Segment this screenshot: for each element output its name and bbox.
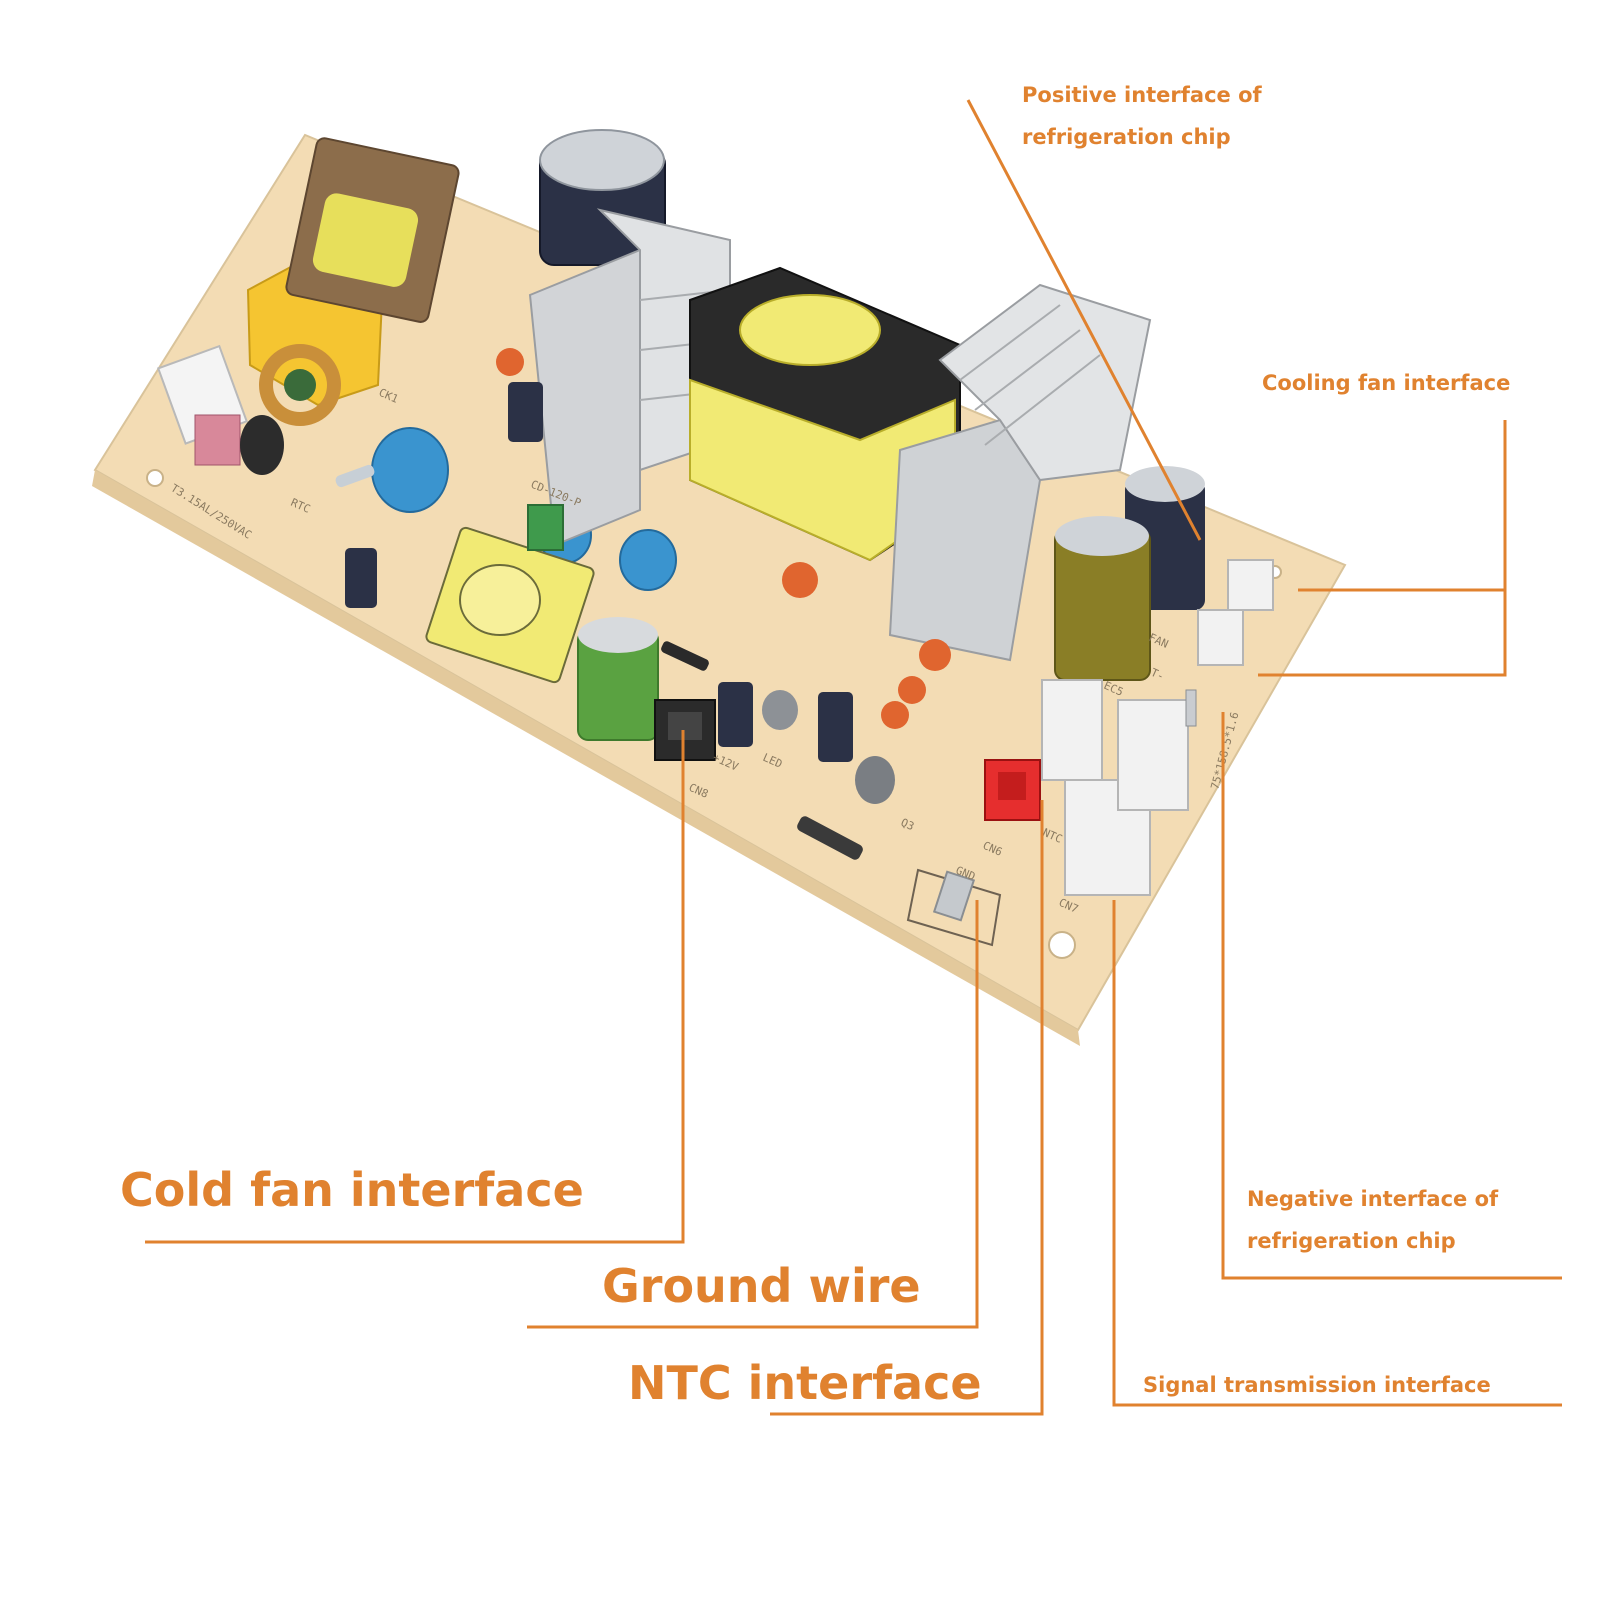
mounting-hole-left <box>146 469 164 487</box>
ntc-connector-socket <box>998 772 1026 800</box>
heatsink-left <box>528 248 641 547</box>
cooling-fan-connector-1 <box>1227 559 1274 611</box>
small-capacitor-3 <box>718 682 753 747</box>
callout-ground: Ground wire <box>602 1259 921 1313</box>
y-capacitor-3 <box>619 529 677 591</box>
toroid-core <box>284 369 316 401</box>
output-capacitor-2-top <box>1055 516 1149 556</box>
ceramic-capacitor-5 <box>881 701 909 729</box>
choke-winding <box>312 193 419 287</box>
ceramic-capacitor-3 <box>919 639 951 671</box>
leader-positive-chip <box>966 99 1202 541</box>
resistor-1 <box>335 464 375 488</box>
heatsink-right <box>888 418 1042 662</box>
green-capacitor-top <box>578 617 658 653</box>
thermistor <box>240 415 284 475</box>
cold-fan-connector-socket <box>668 712 702 740</box>
leader-cold-fan <box>145 730 685 1244</box>
film-capacitor <box>527 504 564 551</box>
callout-positive-chip-line1: Positive interface of <box>1022 83 1262 107</box>
transistor-q3 <box>855 756 895 804</box>
ceramic-capacitor-4 <box>898 676 926 704</box>
cooling-fan-connector-2 <box>1197 609 1244 666</box>
toroid-inductor <box>259 344 341 426</box>
callout-negative-chip-line1: Negative interface of <box>1247 1187 1499 1211</box>
diode-1 <box>797 816 863 860</box>
leader-ground <box>527 900 979 1329</box>
heatsink-right-fins <box>938 283 1152 482</box>
small-capacitor-1 <box>345 548 377 608</box>
callout-cooling-fan: Cooling fan interface <box>1262 371 1511 395</box>
ground-tab <box>932 870 976 922</box>
output-capacitor-1-top <box>1125 466 1205 502</box>
leader-ntc <box>770 800 1044 1416</box>
leader-negative-chip <box>1221 712 1562 1280</box>
bulk-capacitor-top <box>539 129 665 191</box>
fin-line <box>959 304 1061 381</box>
mounting-hole-right <box>1048 931 1076 959</box>
silk-t-minus: T- <box>1149 666 1166 683</box>
y-capacitor-1 <box>371 427 449 513</box>
silk-q3: Q3 <box>899 816 916 833</box>
main-transformer-core <box>739 294 881 366</box>
small-capacitor-4 <box>818 692 853 762</box>
negative-terminal-pin <box>1185 689 1197 727</box>
white-connector-3 <box>1117 699 1189 811</box>
callout-positive-chip: Positive interface of refrigeration chip <box>1022 74 1262 158</box>
ceramic-capacitor-1 <box>496 348 524 376</box>
diode-2 <box>661 641 709 671</box>
white-connector-1 <box>1041 679 1103 781</box>
callout-ntc: NTC interface <box>628 1356 982 1410</box>
pcb-board-edge <box>92 470 1080 1046</box>
leader-signal <box>1112 900 1562 1407</box>
leader-cooling-fan <box>1258 420 1507 677</box>
aux-transformer-core <box>459 564 541 636</box>
callout-negative-chip-line2: refrigeration chip <box>1247 1229 1456 1253</box>
fin-line <box>974 329 1081 411</box>
callout-cold-fan: Cold fan interface <box>120 1163 584 1217</box>
callout-positive-chip-line2: refrigeration chip <box>1022 125 1231 149</box>
fuse-block <box>194 414 241 466</box>
callout-signal: Signal transmission interface <box>1143 1373 1491 1397</box>
callout-negative-chip: Negative interface of refrigeration chip <box>1247 1178 1498 1262</box>
small-capacitor-2 <box>508 382 543 442</box>
fin-line <box>984 354 1101 446</box>
transistor-1 <box>762 690 798 730</box>
ceramic-capacitor-2 <box>782 562 818 598</box>
